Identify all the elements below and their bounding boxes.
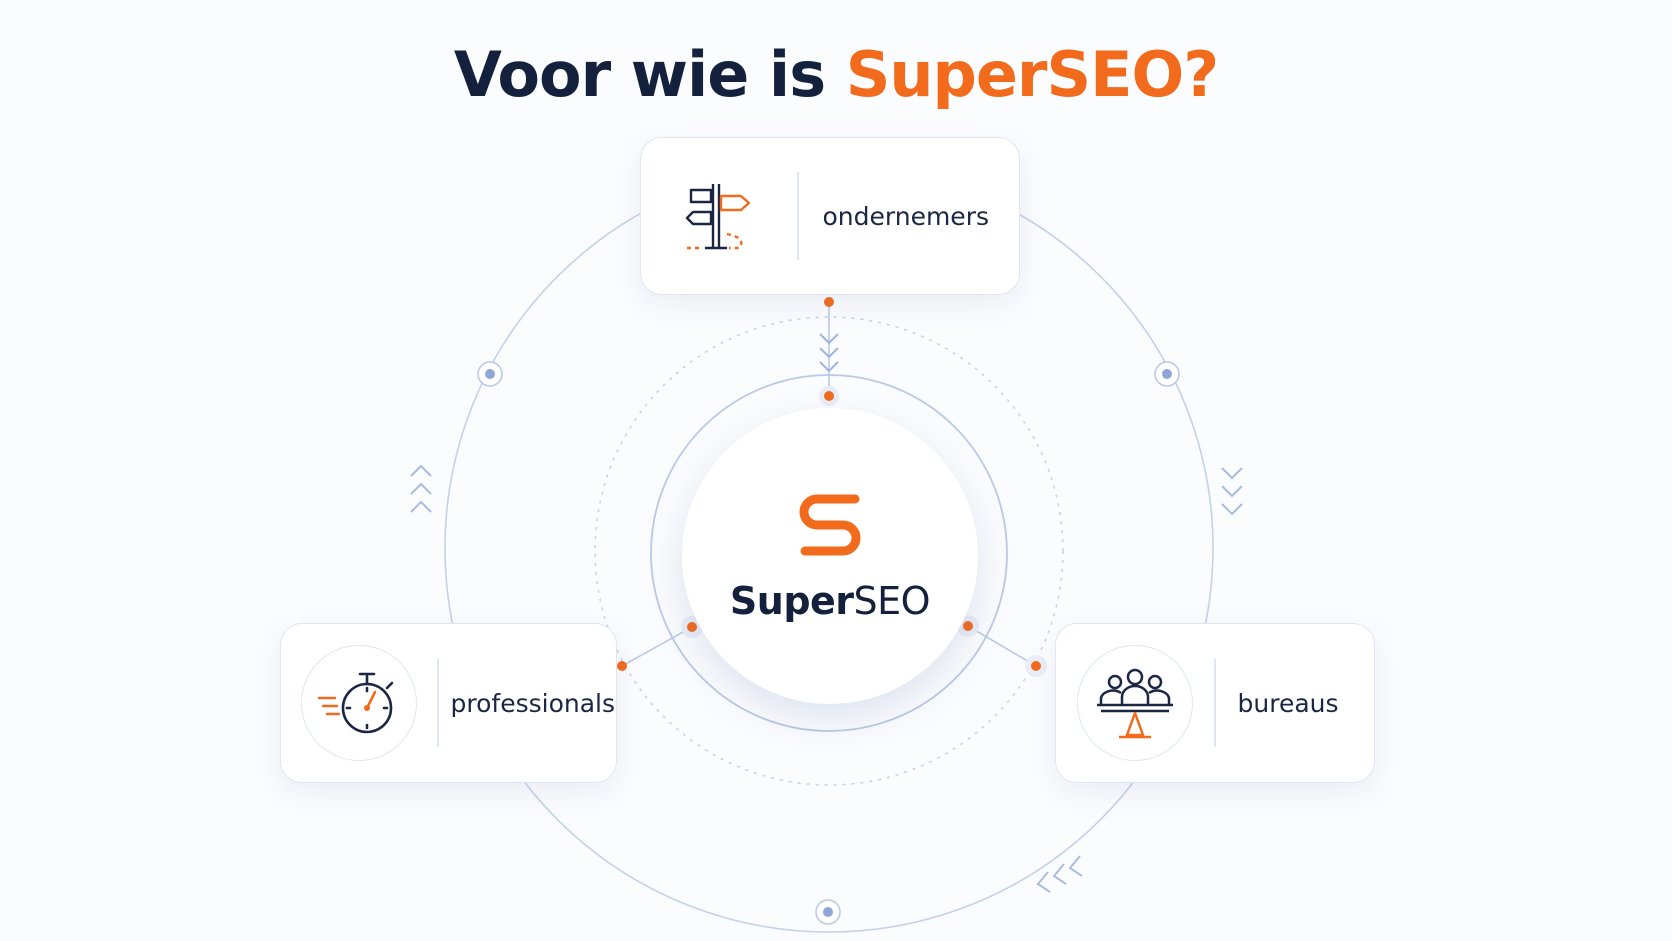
node-icon-circle xyxy=(1077,645,1193,761)
connector-left xyxy=(621,626,693,667)
title-prefix: Voor wie is xyxy=(453,38,826,111)
connector-dot xyxy=(687,622,697,632)
node-card-professionals: professionals xyxy=(280,623,617,783)
card-divider xyxy=(437,659,439,747)
node-icon-wrap xyxy=(641,178,797,254)
chevrons-down-icon xyxy=(1221,467,1243,516)
superseo-center-logo: SuperSEO xyxy=(682,408,978,704)
card-divider xyxy=(1214,659,1216,747)
connector-dot xyxy=(824,391,834,401)
connector-dot xyxy=(1031,661,1041,671)
chevrons-left-icon xyxy=(1036,855,1083,893)
dotted-ring xyxy=(594,316,1064,786)
node-card-ondernemers: ondernemers xyxy=(640,137,1020,295)
page-title: Voor wie is SuperSEO? xyxy=(0,38,1672,111)
card-divider xyxy=(797,172,799,260)
ring-node xyxy=(477,361,503,387)
chevrons-up-icon xyxy=(410,464,432,513)
connector-dot xyxy=(963,621,973,631)
ring-node xyxy=(1154,361,1180,387)
node-icon-circle xyxy=(301,645,417,761)
brand-regular: SEO xyxy=(853,579,931,623)
brand-bold: Super xyxy=(729,579,854,623)
connector-dot xyxy=(617,661,627,671)
connector-dot xyxy=(824,297,834,307)
stopwatch-icon xyxy=(317,672,394,734)
node-card-bureaus: bureaus xyxy=(1055,623,1375,783)
ring-node xyxy=(815,899,841,925)
node-label: professionals xyxy=(450,688,616,718)
node-label: ondernemers xyxy=(822,201,990,231)
node-icon-wrap xyxy=(281,645,437,761)
node-label: bureaus xyxy=(1237,688,1339,718)
signpost-icon xyxy=(685,184,751,250)
connector-right xyxy=(967,625,1037,667)
chevrons-down-icon xyxy=(819,333,839,373)
brand-name: SuperSEO xyxy=(729,579,931,623)
team-balance-icon xyxy=(1097,668,1173,739)
superseo-s-logo-icon xyxy=(799,494,861,556)
title-highlight: SuperSEO? xyxy=(845,38,1219,111)
node-icon-wrap xyxy=(1056,645,1214,761)
